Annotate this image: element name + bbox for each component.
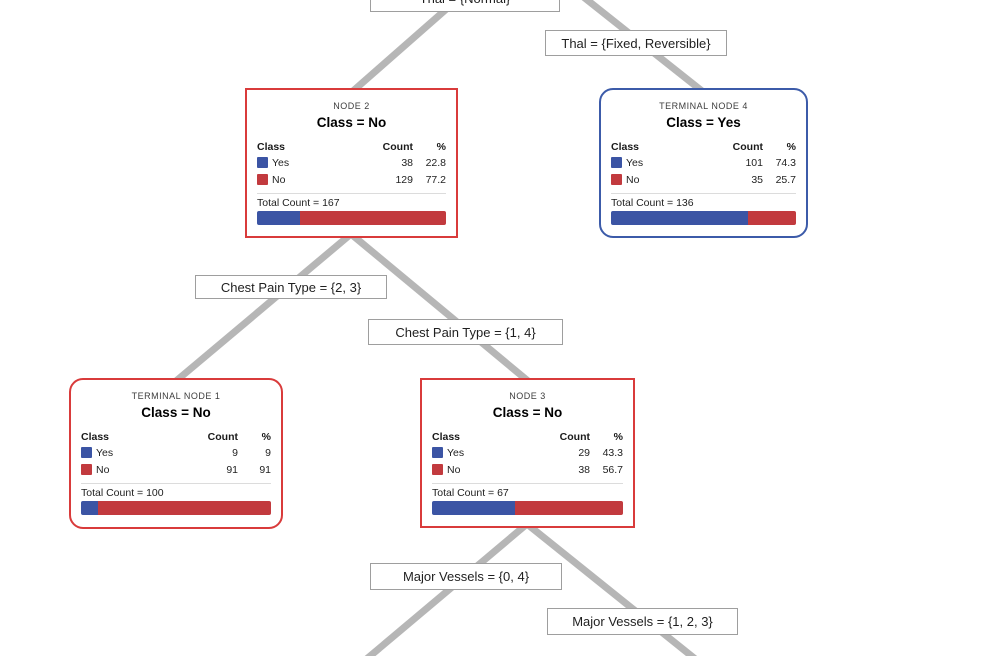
node-title: NODE 3: [509, 391, 546, 401]
node-title: TERMINAL NODE 1: [131, 391, 221, 401]
no-swatch: [81, 464, 92, 475]
table-row-yes: Yes 101 74.3: [611, 154, 796, 171]
bar-no-segment: [300, 211, 446, 225]
row-label: Yes: [272, 156, 290, 169]
row-label: No: [272, 173, 286, 186]
yes-swatch: [432, 447, 443, 458]
yes-swatch: [257, 157, 268, 168]
row-pct: 43.3: [602, 446, 623, 459]
edge-node2-to-node3: [348, 231, 531, 384]
total-count-label: Total Count = 67: [432, 483, 623, 499]
row-count: 91: [226, 463, 238, 476]
node-class-label: Class = Yes: [666, 115, 741, 130]
edge-label-major-vessels-1-2-3: Major Vessels = {1, 2, 3}: [547, 608, 738, 635]
header-class: Class: [432, 430, 461, 443]
yes-swatch: [611, 157, 622, 168]
header-count: Count: [382, 140, 413, 153]
table-row-yes: Yes 29 43.3: [432, 444, 623, 461]
header-class: Class: [611, 140, 640, 153]
class-distribution-table: Class Count % Yes 101 74.3 No 35 25.7: [611, 139, 796, 188]
total-count-label: Total Count = 167: [257, 193, 446, 209]
row-pct: 56.7: [602, 463, 623, 476]
row-label: Yes: [447, 446, 465, 459]
edge-label-chest-pain-2-3: Chest Pain Type = {2, 3}: [195, 275, 387, 299]
row-count: 35: [751, 173, 763, 186]
tree-node-3[interactable]: NODE 3 Class = No Class Count % Yes 29 4…: [420, 378, 635, 528]
yes-swatch: [81, 447, 92, 458]
edge-label-thal-fixed-reversible: Thal = {Fixed, Reversible}: [545, 30, 727, 56]
row-label: Yes: [96, 446, 114, 459]
bar-no-segment: [98, 501, 271, 515]
header-count: Count: [559, 430, 590, 443]
table-row-yes: Yes 9 9: [81, 444, 271, 461]
table-header-row: Class Count %: [611, 139, 796, 154]
tree-node-2[interactable]: NODE 2 Class = No Class Count % Yes 38 2…: [245, 88, 458, 238]
row-pct: 74.3: [775, 156, 796, 169]
distribution-bar: [432, 501, 623, 515]
bar-no-segment: [748, 211, 796, 225]
row-count: 38: [578, 463, 590, 476]
table-row-no: No 91 91: [81, 461, 271, 478]
table-header-row: Class Count %: [432, 429, 623, 444]
bar-no-segment: [514, 501, 623, 515]
table-row-yes: Yes 38 22.8: [257, 154, 446, 171]
node-title: TERMINAL NODE 4: [659, 101, 748, 111]
node-title: NODE 2: [333, 101, 370, 111]
header-class: Class: [257, 140, 286, 153]
bar-yes-segment: [432, 501, 515, 515]
table-row-no: No 35 25.7: [611, 171, 796, 188]
header-class: Class: [81, 430, 110, 443]
row-count: 29: [578, 446, 590, 459]
header-pct: %: [786, 140, 796, 153]
distribution-bar: [611, 211, 796, 225]
edge-node3-left-child: [364, 521, 530, 656]
total-count-label: Total Count = 100: [81, 483, 271, 499]
row-pct: 77.2: [425, 173, 446, 186]
row-label: No: [447, 463, 461, 476]
row-label: No: [626, 173, 640, 186]
total-count-label: Total Count = 136: [611, 193, 796, 209]
edge-label-thal-normal: Thal = {Normal}: [370, 0, 560, 12]
edge-label-chest-pain-1-4: Chest Pain Type = {1, 4}: [368, 319, 563, 345]
no-swatch: [257, 174, 268, 185]
tree-terminal-node-4[interactable]: TERMINAL NODE 4 Class = Yes Class Count …: [599, 88, 808, 238]
row-pct: 9: [265, 446, 271, 459]
distribution-bar: [257, 211, 446, 225]
row-count: 101: [745, 156, 763, 169]
header-count: Count: [732, 140, 763, 153]
bar-yes-segment: [611, 211, 749, 225]
edge-node2-to-terminal1: [173, 231, 354, 384]
class-distribution-table: Class Count % Yes 38 22.8 No 129 77.2: [257, 139, 446, 188]
node-class-label: Class = No: [141, 405, 211, 420]
row-label: No: [96, 463, 110, 476]
header-pct: %: [436, 140, 446, 153]
edge-root-to-node2: [350, 0, 462, 94]
header-pct: %: [613, 430, 623, 443]
row-count: 129: [395, 173, 413, 186]
row-count: 9: [232, 446, 238, 459]
table-header-row: Class Count %: [81, 429, 271, 444]
node-class-label: Class = No: [316, 115, 387, 130]
row-label: Yes: [626, 156, 644, 169]
no-swatch: [611, 174, 622, 185]
bar-yes-segment: [81, 501, 99, 515]
row-pct: 25.7: [775, 173, 796, 186]
no-swatch: [432, 464, 443, 475]
node-class-label: Class = No: [492, 405, 563, 420]
table-row-no: No 129 77.2: [257, 171, 446, 188]
edge-label-major-vessels-0-4: Major Vessels = {0, 4}: [370, 563, 562, 590]
header-count: Count: [207, 430, 238, 443]
class-distribution-table: Class Count % Yes 9 9 No 91 91: [81, 429, 271, 478]
tree-terminal-node-1[interactable]: TERMINAL NODE 1 Class = No Class Count %…: [69, 378, 283, 529]
table-row-no: No 38 56.7: [432, 461, 623, 478]
edge-node3-right-child: [524, 521, 698, 656]
row-count: 38: [401, 156, 413, 169]
header-pct: %: [261, 430, 271, 443]
class-distribution-table: Class Count % Yes 29 43.3 No 38 56.7: [432, 429, 623, 478]
row-pct: 91: [259, 463, 271, 476]
row-pct: 22.8: [425, 156, 446, 169]
distribution-bar: [81, 501, 271, 515]
table-header-row: Class Count %: [257, 139, 446, 154]
bar-yes-segment: [257, 211, 301, 225]
